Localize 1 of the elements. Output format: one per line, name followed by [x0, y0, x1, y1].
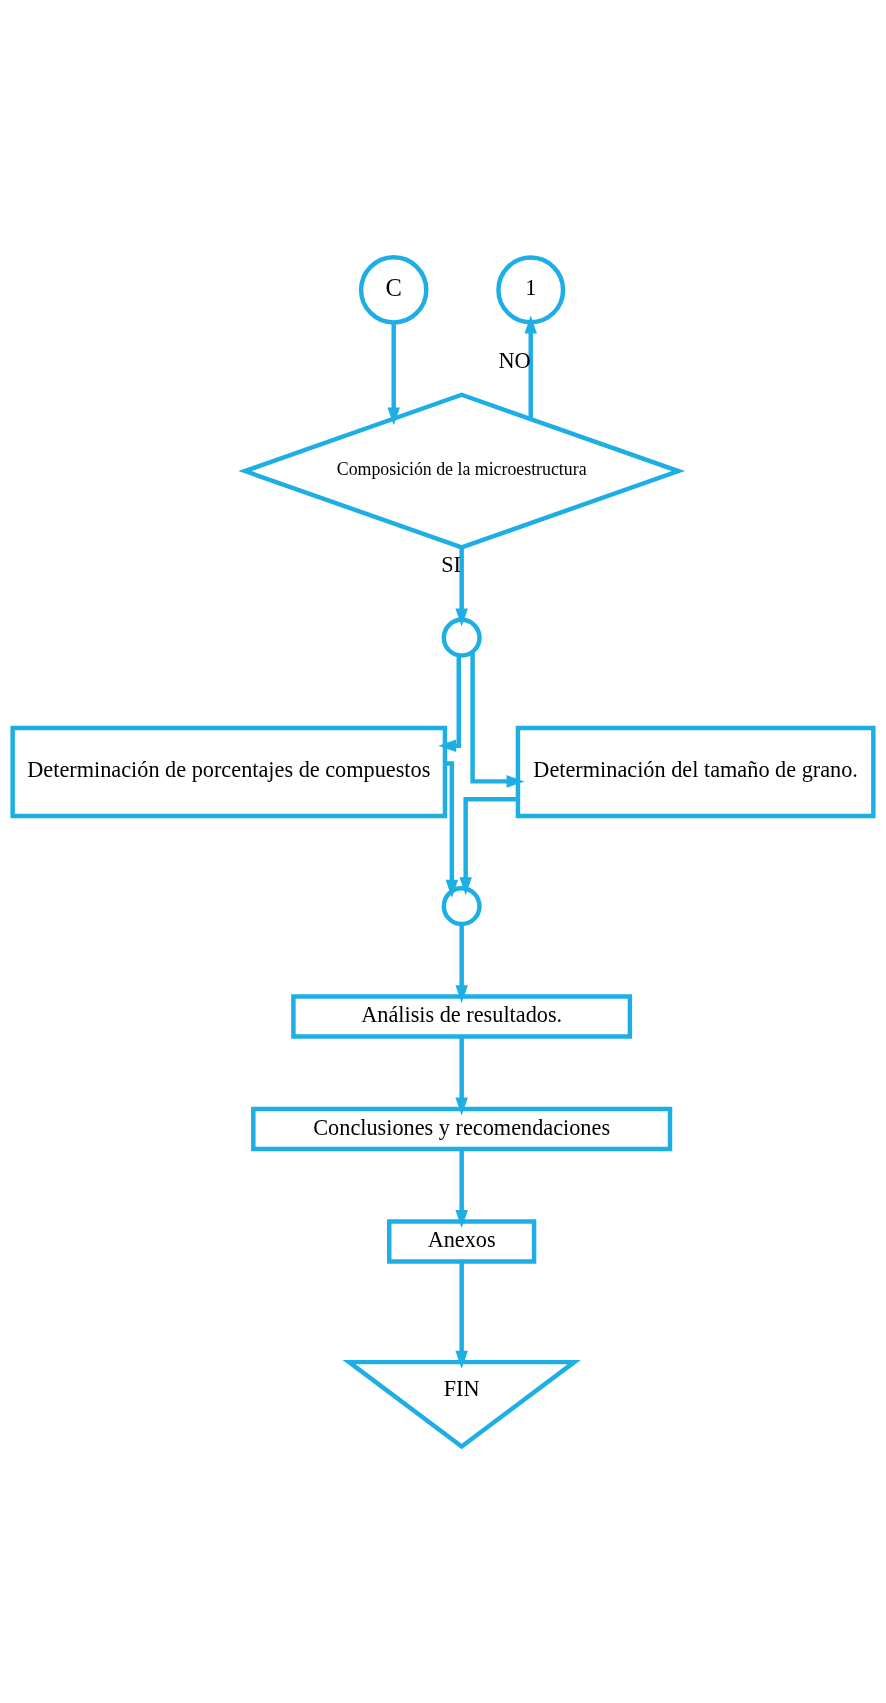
edge-label: SI — [441, 551, 461, 577]
